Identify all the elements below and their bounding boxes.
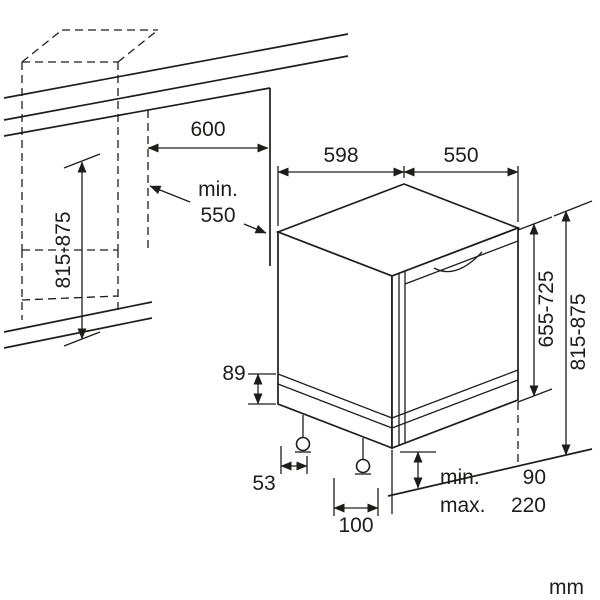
dim-foot-height-min-label: min. bbox=[440, 466, 480, 489]
dim-appliance-width-label: 598 bbox=[323, 144, 358, 167]
dim-appliance-depth: 550 bbox=[403, 144, 519, 222]
dim-appliance-height-label: 655-725 bbox=[535, 270, 558, 347]
dim-niche-depth: min. 550 bbox=[149, 178, 267, 234]
dim-foot-height-max-value: 220 bbox=[511, 494, 546, 517]
dim-foot-height: min. 90 max. 220 bbox=[400, 451, 546, 517]
dim-foot-offset: 53 bbox=[252, 446, 308, 495]
appliance-door-face bbox=[391, 226, 519, 450]
dim-niche-depth-value: 550 bbox=[200, 204, 235, 227]
dim-base-height-label: 89 bbox=[222, 362, 245, 385]
dim-foot-height-max-label: max. bbox=[440, 494, 486, 517]
dim-niche-depth-min-label: min. bbox=[198, 178, 238, 201]
dim-niche-width-label: 600 bbox=[190, 118, 225, 141]
foot-front bbox=[295, 415, 311, 453]
dim-foot-spacing: 100 bbox=[333, 478, 379, 537]
dim-foot-offset-label: 53 bbox=[252, 472, 275, 495]
dim-niche-width: 600 bbox=[147, 118, 269, 153]
dim-total-height-label: 815-875 bbox=[567, 293, 590, 370]
dim-niche-height-label: 815-875 bbox=[52, 211, 75, 288]
foot-rear bbox=[355, 438, 371, 475]
dim-appliance-depth-label: 550 bbox=[443, 144, 478, 167]
dim-base-height: 89 bbox=[222, 362, 276, 405]
left-cabinet-dashed bbox=[21, 29, 159, 320]
dim-niche-height: 815-875 bbox=[52, 153, 101, 347]
feet bbox=[295, 415, 371, 475]
dim-appliance-width: 598 bbox=[277, 144, 405, 226]
door-handle-curve bbox=[433, 251, 483, 273]
dim-total-height: 815-875 bbox=[553, 200, 593, 456]
dim-foot-spacing-label: 100 bbox=[338, 514, 373, 537]
appliance bbox=[275, 183, 521, 450]
dim-foot-height-min-value: 90 bbox=[523, 466, 546, 489]
unit-label: mm bbox=[549, 576, 584, 599]
dim-appliance-height: 655-725 bbox=[517, 216, 558, 403]
worktop bbox=[3, 33, 349, 137]
